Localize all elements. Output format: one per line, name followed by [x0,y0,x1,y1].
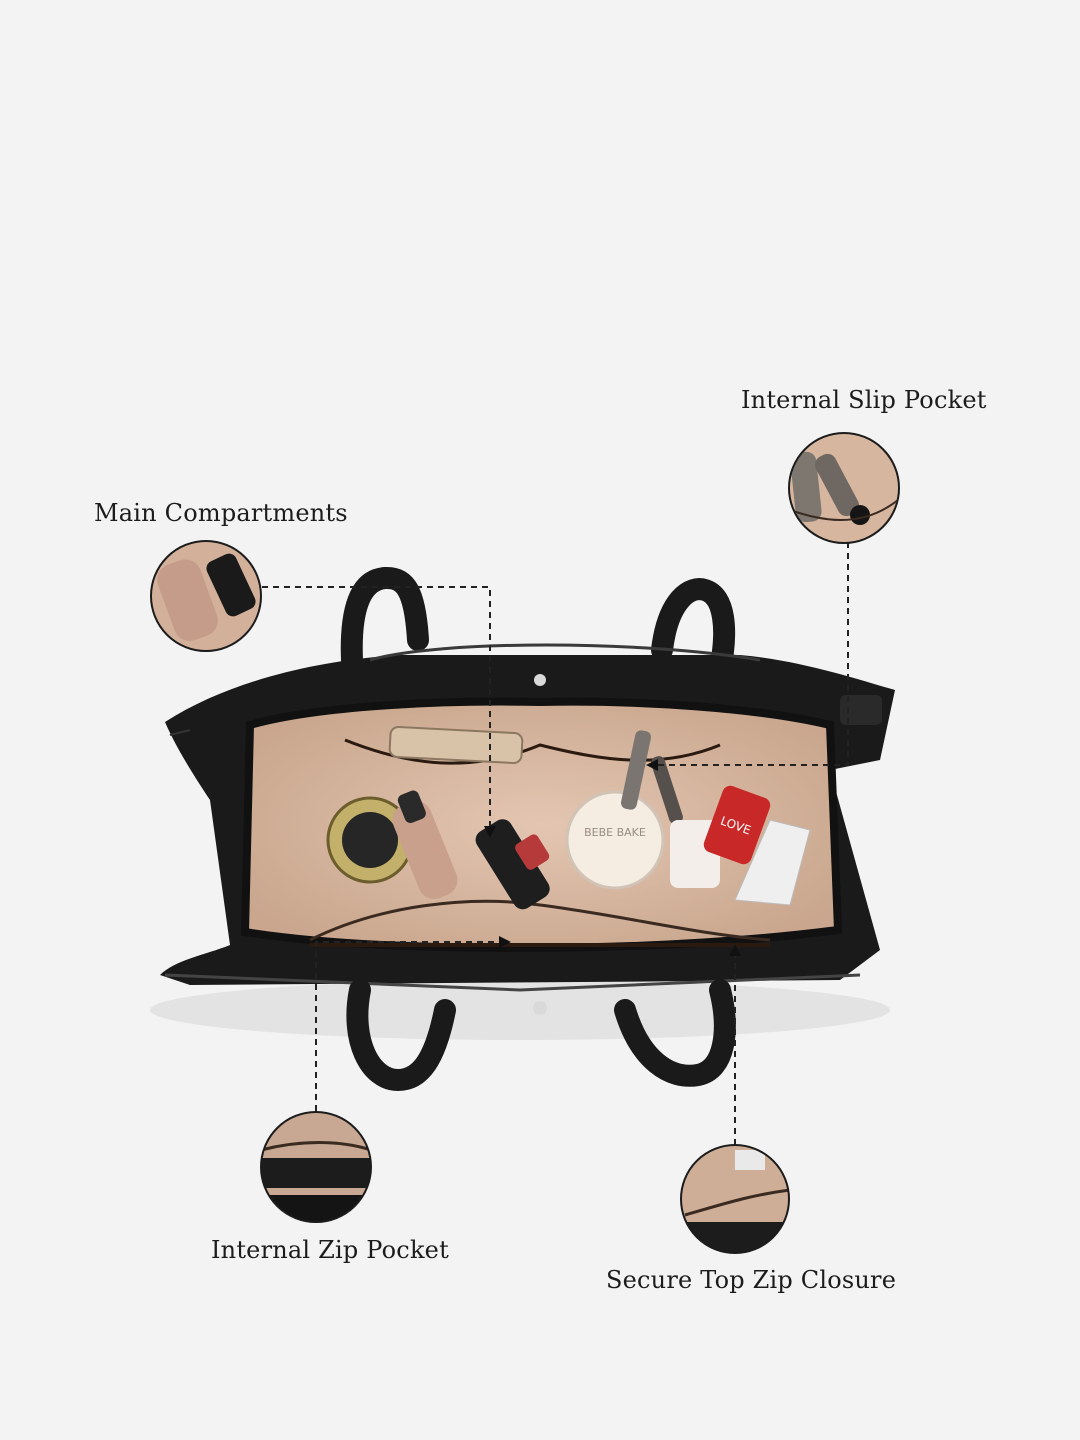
bag-shadow [150,980,890,1040]
detail-circle-slip-pocket [788,432,900,544]
detail-circle-top-zip-closure [680,1144,790,1254]
label-internal-zip-pocket: Internal Zip Pocket [211,1236,449,1264]
front-handles [346,674,736,1092]
back-handles [340,567,736,681]
label-main-compartments: Main Compartments [94,499,348,527]
label-secure-top-zip-closure: Secure Top Zip Closure [606,1266,897,1294]
detail-circle-internal-zip-pocket [260,1111,372,1223]
label-internal-slip-pocket: Internal Slip Pocket [741,386,987,414]
compact-label: BEBE BAKE [584,826,646,839]
callout-lines [262,542,849,1145]
bag-contents: BEBE BAKE LOVE [326,725,811,910]
callout-arrowheads [484,759,741,956]
detail-circle-main-compartments [150,540,262,652]
